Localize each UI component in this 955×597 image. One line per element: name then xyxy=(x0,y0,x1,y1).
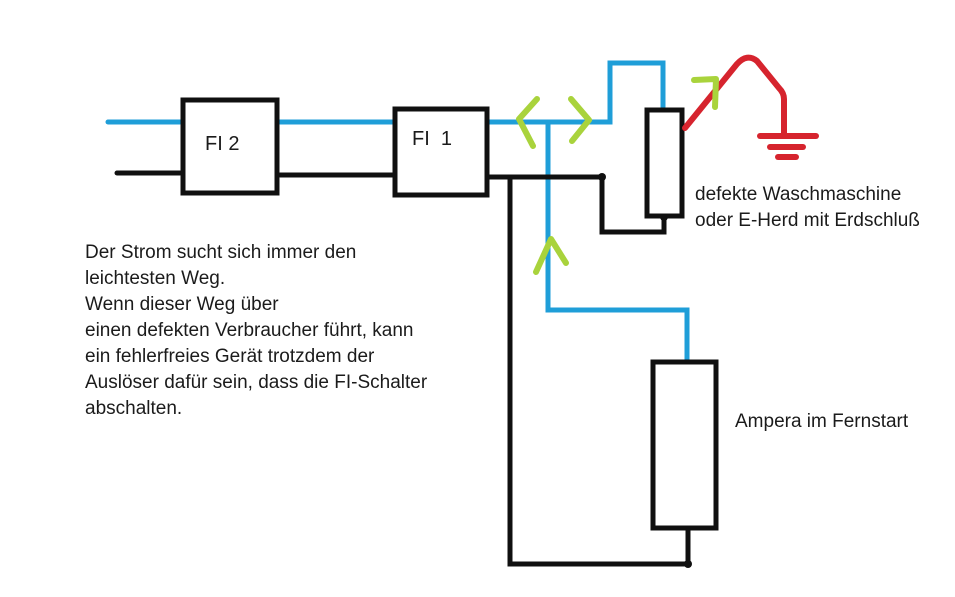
current-arrow-fault-icon xyxy=(691,76,719,110)
red-fault-wire xyxy=(682,54,819,160)
black-wire-fi1-to-ampera xyxy=(507,174,691,567)
junction-dot xyxy=(598,173,606,181)
fi2-label: FI 2 xyxy=(205,133,239,155)
explanation-line: Wenn dieser Weg über xyxy=(85,294,279,315)
explanation-line: Der Strom sucht sich immer den xyxy=(85,242,357,263)
washer-annotation-line: defekte Waschmaschine xyxy=(695,184,902,205)
fi1-label: FI 1 xyxy=(412,128,452,150)
ampera-annotation-line: Ampera im Fernstart xyxy=(735,411,909,432)
explanation-line: einen defekten Verbraucher führt, kann xyxy=(85,320,414,341)
explanation-line: ein fehlerfreies Gerät trotzdem der xyxy=(85,346,375,367)
blue-wire-branch-to-ampera xyxy=(545,119,690,363)
earth-ground-icon xyxy=(757,133,819,160)
fi1-breaker-box xyxy=(392,106,490,198)
explanation-line: Auslöser dafür sein, dass die FI-Schalte… xyxy=(85,372,428,393)
blue-wire-fi1-to-washer xyxy=(484,60,666,125)
current-arrow-right-icon xyxy=(568,96,592,144)
explanation-line: abschalten. xyxy=(85,398,183,419)
fi2-breaker-box xyxy=(180,97,280,196)
current-direction-arrows xyxy=(516,76,719,275)
black-wire-fi1-to-washer xyxy=(484,174,667,235)
junction-dot xyxy=(684,560,692,568)
black-neutral-wires xyxy=(114,170,692,568)
blue-live-wires xyxy=(105,60,690,363)
explanation-paragraph: Der Strom sucht sich immer den leichtest… xyxy=(85,240,427,422)
explanation-line: leichtesten Weg. xyxy=(85,268,226,289)
washer-annotation: defekte Waschmaschine oder E-Herd mit Er… xyxy=(695,182,920,234)
red-wire-washer-to-ground xyxy=(682,54,787,136)
current-arrow-left-icon xyxy=(516,96,540,149)
ampera-annotation: Ampera im Fernstart xyxy=(735,409,908,435)
ampera-load-box xyxy=(650,359,719,531)
washer-annotation-line: oder E-Herd mit Erdschluß xyxy=(695,210,920,231)
current-arrow-up-icon xyxy=(533,236,569,275)
washer-load-box xyxy=(644,107,685,219)
